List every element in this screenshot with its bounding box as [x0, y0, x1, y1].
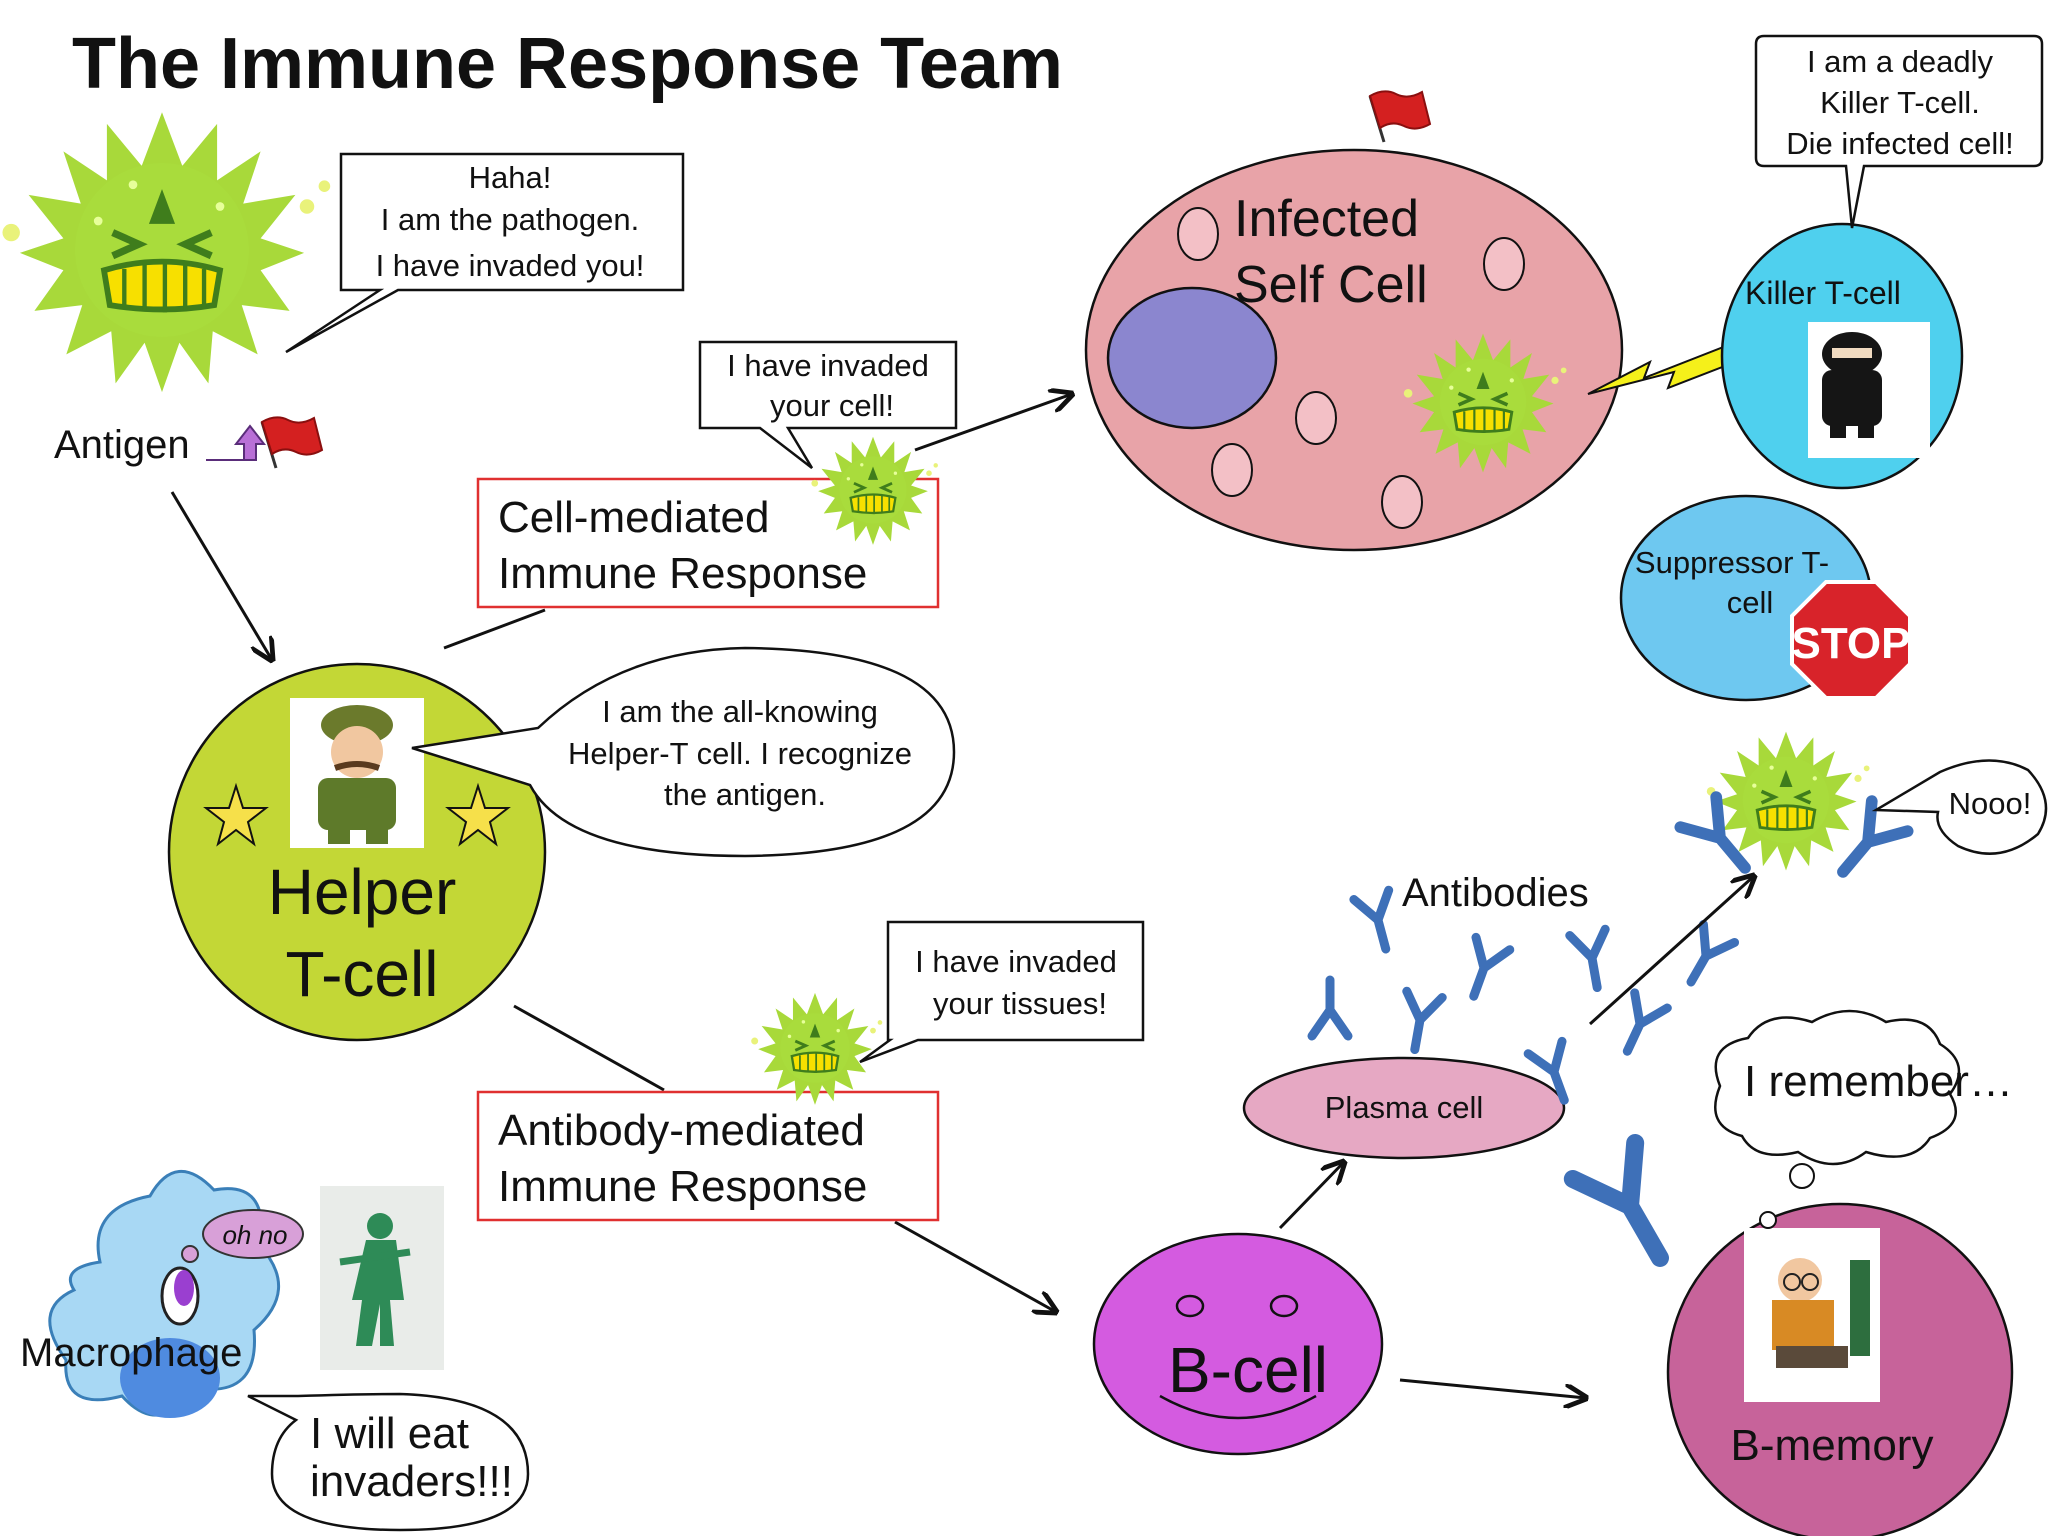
b-memory: B-memory	[1666, 1202, 2014, 1536]
star-icon	[203, 782, 269, 847]
helper-speech-line-2: Helper-T cell. I recognize	[568, 736, 912, 771]
macrophage-speech-bubble: I will eat invaders!!!	[247, 1392, 530, 1532]
antigen-speech-bubble: Haha! I am the pathogen. I have invaded …	[285, 152, 685, 354]
macrophage-speech-line-1: I will eat	[310, 1409, 469, 1458]
arrow-bcell-to-plasma	[1278, 1162, 1344, 1230]
star-icon	[445, 782, 511, 847]
antibody-icon	[1354, 890, 1403, 953]
macrophage-speech-line-2: invaders!!!	[310, 1457, 513, 1506]
b-memory-label: B-memory	[1731, 1421, 1934, 1470]
flag-icon	[1368, 89, 1432, 144]
arrow-antigen-to-helper	[170, 491, 272, 660]
macrophage: Macrophage	[20, 1170, 281, 1418]
cell-invader-speech-bubble: I have invaded your cell!	[698, 340, 958, 469]
b-cell-label: B-cell	[1168, 1334, 1328, 1406]
killer-tcell: Killer T-cell	[1720, 222, 1964, 490]
cell-invader-speech-line-1: I have invaded	[727, 348, 929, 383]
ninja-icon	[1822, 332, 1882, 438]
nooo-speech-bubble: Nooo!	[1871, 759, 2048, 855]
cell-mediated-line-1: Cell-mediated	[498, 493, 769, 542]
helper-speech-line-3: the antigen.	[664, 777, 826, 812]
plasma-cell: Plasma cell	[1242, 1056, 1566, 1160]
antibody-icon	[1573, 1143, 1691, 1276]
helper-label-line-2: T-cell	[286, 938, 439, 1010]
antibody-icon	[1457, 937, 1510, 1002]
b-memory-thought-bubble: I remember…	[1714, 1009, 2013, 1229]
curved-arrow-icon	[206, 424, 267, 461]
antibody-icon	[1675, 924, 1734, 990]
antigen-label: Antigen	[54, 423, 190, 467]
antigen-speech-line-2: I am the pathogen.	[381, 202, 640, 237]
cell-mediated-line-2: Immune Response	[498, 549, 867, 598]
arrow-antibody-mediated-to-bcell	[894, 1220, 1056, 1312]
stop-sign-text: STOP	[1791, 619, 1910, 668]
virus-icon	[749, 991, 884, 1107]
killer-speech-line-3: Die infected cell!	[1786, 126, 2013, 161]
helper-speech-bubble: I am the all-knowing Helper-T cell. I re…	[411, 646, 956, 858]
killer-speech-bubble: I am a deadly Killer T-cell. Die infecte…	[1754, 34, 2044, 229]
antibody-icon	[1570, 929, 1615, 990]
stop-sign-icon: STOP	[1790, 580, 1912, 700]
killer-speech-line-2: Killer T-cell.	[1820, 85, 1980, 120]
plasma-cell-label: Plasma cell	[1325, 1090, 1484, 1125]
macrophage-thought-bubble: oh no	[181, 1209, 304, 1263]
toy-soldier-icon	[320, 1186, 444, 1370]
macrophage-thought-text: oh no	[222, 1220, 287, 1250]
b-memory-thought-text: I remember…	[1744, 1057, 2013, 1106]
helper-label-line-1: Helper	[268, 856, 457, 928]
soldier-icon	[318, 705, 396, 844]
killer-label: Killer T-cell	[1745, 275, 1901, 311]
suppressor-label-line-2: cell	[1727, 585, 1774, 620]
antibody-mediated-box: Antibody-mediated Immune Response	[476, 1090, 940, 1222]
arrow-antibodies-to-antigen	[1588, 876, 1754, 1026]
killer-speech-line-1: I am a deadly	[1807, 44, 1994, 79]
antigen-virus-icon	[2, 112, 330, 392]
arrow-cell-mediated-to-infected	[914, 394, 1072, 452]
page-title: The Immune Response Team	[72, 24, 1063, 104]
antibody-mediated-line-1: Antibody-mediated	[498, 1106, 865, 1155]
suppressor-label-line-1: Suppressor T-	[1635, 545, 1829, 580]
antibody-icon	[1611, 993, 1667, 1059]
line-helper-to-cell-mediated	[443, 608, 546, 650]
antibody-icon	[1312, 980, 1348, 1036]
tissue-invader-speech-line-2: your tissues!	[933, 986, 1107, 1021]
antibody-mediated-line-2: Immune Response	[498, 1162, 867, 1211]
antigen-speech-line-1: Haha!	[469, 160, 552, 195]
suppressor-tcell: Suppressor T- cell STOP	[1619, 494, 1912, 702]
antigen-speech-line-3: I have invaded you!	[376, 248, 645, 283]
antibodies-label: Antibodies	[1402, 871, 1589, 915]
macrophage-label: Macrophage	[20, 1331, 242, 1375]
infected-label-line-1: Infected	[1234, 190, 1419, 248]
infected-label-line-2: Self Cell	[1234, 256, 1428, 314]
line-helper-to-antibody-mediated	[513, 1004, 665, 1092]
helper-tcell: Helper T-cell	[167, 662, 547, 1042]
arrow-bcell-to-bmemory	[1399, 1378, 1586, 1398]
flag-icon	[260, 415, 324, 470]
old-man-reading-icon	[1772, 1258, 1870, 1368]
cell-invader-speech-line-2: your cell!	[770, 388, 894, 423]
helper-speech-line-1: I am the all-knowing	[602, 694, 878, 729]
nooo-speech-text: Nooo!	[1949, 786, 2032, 821]
tissue-invader-speech-bubble: I have invaded your tissues!	[859, 920, 1145, 1064]
infected-self-cell: Infected Self Cell	[1084, 148, 1624, 552]
tissue-invader-speech-line-1: I have invaded	[915, 944, 1117, 979]
b-cell: B-cell	[1092, 1232, 1384, 1456]
antibody-icon	[1397, 991, 1442, 1052]
